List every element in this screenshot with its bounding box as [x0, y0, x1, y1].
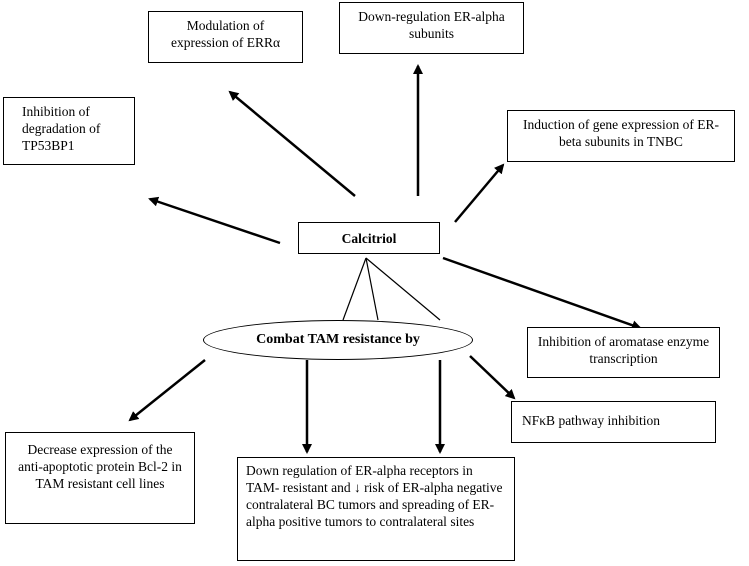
- node-combat-tam: Combat TAM resistance by: [203, 320, 473, 360]
- node-nfkb-text: NFκB pathway inhibition: [522, 413, 661, 428]
- connector-left: [342, 257, 367, 321]
- connector-right: [365, 257, 441, 321]
- node-downreg-receptors: Down regulation of ER-alpha receptors in…: [237, 457, 515, 561]
- node-downreg-receptors-text-1: Down regulation of ER-alpha receptors in…: [246, 463, 473, 495]
- arrow-to-aromatase: [442, 256, 642, 331]
- connector-mid: [365, 257, 379, 321]
- node-downreg-receptors-text-2: risk of ER-alpha negative contralateral …: [246, 480, 503, 529]
- node-aromatase: Inhibition of aromatase enzyme transcrip…: [527, 327, 720, 378]
- node-inhibition-degradation: Inhibition of degradation of TP53BP1: [3, 97, 135, 165]
- node-bcl2: Decrease expression of the anti-apoptoti…: [5, 432, 195, 524]
- arrow-to-inhibition-degradation: [148, 196, 281, 245]
- arrow-to-modulation: [228, 90, 356, 197]
- node-inhibition-degradation-text: Inhibition of degradation of TP53BP1: [22, 104, 101, 153]
- node-induction-er-beta-text: Induction of gene expression of ER-beta …: [522, 117, 720, 149]
- node-aromatase-text: Inhibition of aromatase enzyme transcrip…: [537, 334, 710, 366]
- node-modulation-text: Modulation of expression of ERRα: [170, 18, 281, 50]
- node-modulation: Modulation of expression of ERRα: [148, 11, 303, 63]
- down-arrow-icon: ↓: [354, 480, 361, 495]
- node-nfkb: NFκB pathway inhibition: [511, 401, 716, 443]
- node-induction-er-beta: Induction of gene expression of ER-beta …: [507, 110, 735, 162]
- node-combat-tam-text: Combat TAM resistance by: [256, 332, 420, 347]
- node-calcitriol: Calcitriol: [298, 222, 440, 254]
- node-downregulation-er-alpha: Down-regulation ER-alpha subunits: [339, 2, 524, 54]
- arrow-to-bcl2: [128, 359, 206, 422]
- arrow-to-induction: [454, 163, 505, 223]
- node-calcitriol-text: Calcitriol: [341, 231, 397, 246]
- node-downregulation-er-alpha-text: Down-regulation ER-alpha subunits: [358, 9, 505, 41]
- arrow-to-nfkb: [469, 355, 516, 400]
- node-bcl2-text: Decrease expression of the anti-apoptoti…: [18, 442, 182, 491]
